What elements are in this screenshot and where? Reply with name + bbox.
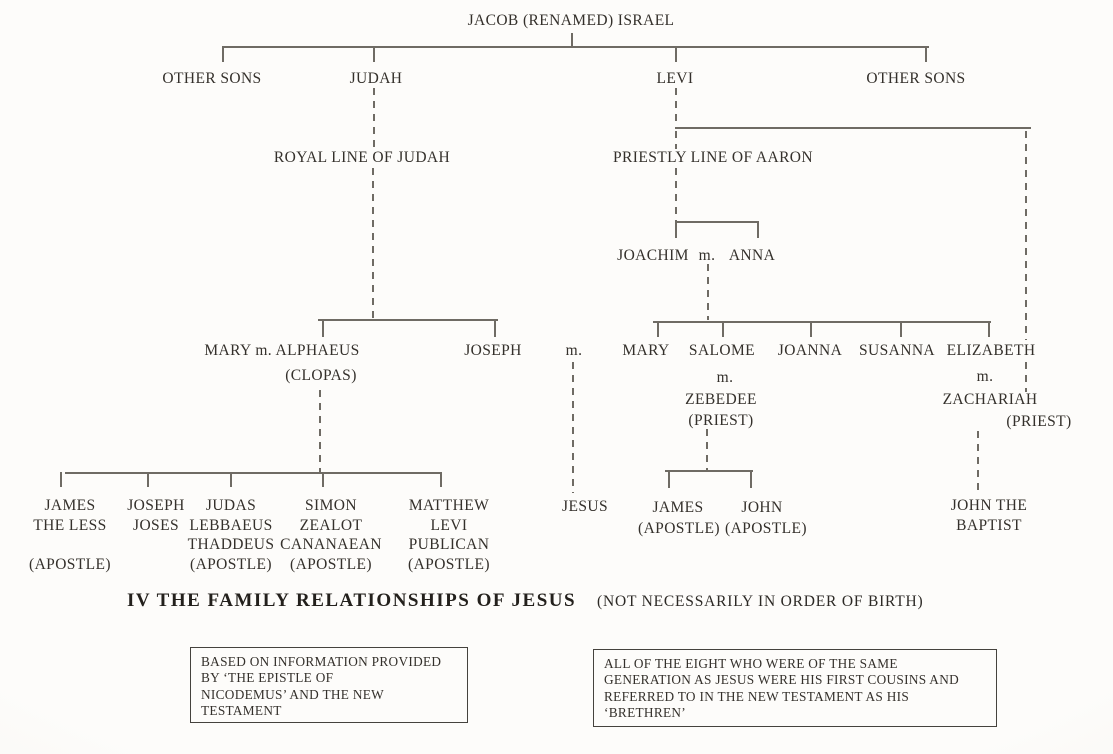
connector-tick-other-sons-right [925, 46, 927, 62]
connector-tick-mary-alphaeus [322, 319, 324, 337]
diagram-subtitle: (NOT NECESSARILY IN ORDER OF BIRTH) [597, 593, 924, 610]
node-joanna: JOANNA [777, 342, 843, 359]
node-priestly-line-of-aaron: PRIESTLY LINE OF AARON [613, 149, 813, 166]
node-joseph-m: m. [565, 342, 583, 359]
connector-levi-stem [675, 88, 677, 126]
connector-tick-levi [675, 46, 677, 62]
connector-tick-judas [230, 472, 232, 487]
node-child-joseph-joses: JOSEPH JOSES [127, 497, 185, 534]
connector-levi-elizabeth-upper [1025, 131, 1027, 340]
node-john-apostle: JOHN [741, 499, 783, 516]
node-other-sons-right: OTHER SONS [866, 70, 966, 87]
node-mary-m-alphaeus: MARY m. ALPHAEUS [204, 342, 360, 359]
connector-tick-mary [657, 321, 659, 337]
connector-tick-joanna [810, 321, 812, 337]
connector-tick-james-the-less [60, 472, 62, 487]
node-elizabeth-m: m. [976, 368, 994, 385]
node-james-apostle-tag: (APOSTLE) [638, 520, 720, 537]
node-john-apostle-tag: (APOSTLE) [725, 520, 807, 537]
node-joseph: JOSEPH [464, 342, 522, 359]
connector-tick-james-apostle [668, 470, 670, 488]
connector-tick-salome [722, 321, 724, 337]
connector-tick-judah [373, 46, 375, 62]
node-royal-line-of-judah: ROYAL LINE OF JUDAH [273, 149, 451, 166]
connector-tick-susanna [900, 321, 902, 337]
node-elizabeth: ELIZABETH [946, 342, 1036, 359]
connector-priestly-joachim [675, 168, 677, 222]
connector-zachariah-baptist [977, 431, 979, 493]
connector-anna-daughters-bar [653, 321, 991, 323]
node-zebedee: ZEBEDEE [685, 391, 757, 408]
node-child-matthew-levi: MATTHEW LEVI PUBLICAN (APOSTLE) [408, 497, 490, 573]
node-child-judas-thaddeus: JUDAS LEBBAEUS THADDEUS (APOSTLE) [187, 497, 275, 573]
connector-judah-couple-bar [318, 319, 498, 321]
note-box-sources: BASED ON INFORMATION PROVIDED BY ‘THE EP… [190, 647, 468, 723]
connector-zebedee-sons [706, 429, 708, 471]
connector-levi-priestly-line [675, 131, 677, 149]
connector-royal-line-couple [372, 168, 374, 319]
node-joachim-m: m. [698, 247, 716, 264]
node-anna: ANNA [728, 247, 776, 264]
connector-tick-other-sons-left [222, 46, 224, 62]
connector-tick-anna [757, 221, 759, 238]
node-zachariah: ZACHARIAH [942, 391, 1038, 408]
note-box-brethren: ALL OF THE EIGHT WHO WERE OF THE SAME GE… [593, 649, 997, 727]
node-salome-m: m. [716, 369, 734, 386]
node-judah: JUDAH [349, 70, 403, 87]
node-levi: LEVI [656, 70, 694, 87]
node-zebedee-priest: (PRIEST) [688, 412, 754, 429]
node-mary: MARY [622, 342, 670, 359]
node-salome: SALOME [688, 342, 756, 359]
connector-jacob-stem [571, 33, 573, 46]
node-clopas: (CLOPAS) [285, 367, 357, 384]
node-jacob-israel: JACOB (RENAMED) ISRAEL [467, 12, 675, 29]
connector-zebedee-sons-bar [665, 470, 753, 472]
connector-tick-john-apostle [750, 470, 752, 488]
connector-levi-elizabeth-lower [1025, 362, 1027, 392]
node-susanna: SUSANNA [858, 342, 936, 359]
connector-joseph-mary-jesus [572, 362, 574, 493]
connector-tick-joachim [675, 221, 677, 238]
connector-tick-joseph-joses [147, 472, 149, 487]
connector-tick-joseph [494, 319, 496, 337]
connector-judah-royal-line [373, 88, 375, 148]
connector-clopas-children-bar [65, 472, 441, 474]
diagram-title: IV THE FAMILY RELATIONSHIPS OF JESUS [127, 590, 577, 611]
node-child-simon-zealot: SIMON ZEALOT CANANAEAN (APOSTLE) [280, 497, 382, 573]
node-joachim: JOACHIM [617, 247, 689, 264]
connector-tick-simon [322, 472, 324, 487]
connector-joachim-anna-daughters [707, 264, 709, 320]
connector-tick-matthew [440, 472, 442, 487]
connector-levi-east-bar [675, 127, 1031, 129]
node-james-apostle: JAMES [652, 499, 704, 516]
node-other-sons-left: OTHER SONS [162, 70, 262, 87]
node-zachariah-priest: (PRIEST) [1006, 413, 1072, 430]
connector-generation2-bar [222, 46, 929, 48]
node-child-james-the-less: JAMES THE LESS (APOSTLE) [29, 497, 111, 573]
connector-clopas-children [319, 390, 321, 473]
node-jesus: JESUS [562, 498, 608, 515]
node-john-the-baptist: JOHN THE BAPTIST [950, 497, 1028, 534]
connector-joachim-anna-bar [675, 221, 758, 223]
connector-tick-elizabeth [988, 321, 990, 337]
